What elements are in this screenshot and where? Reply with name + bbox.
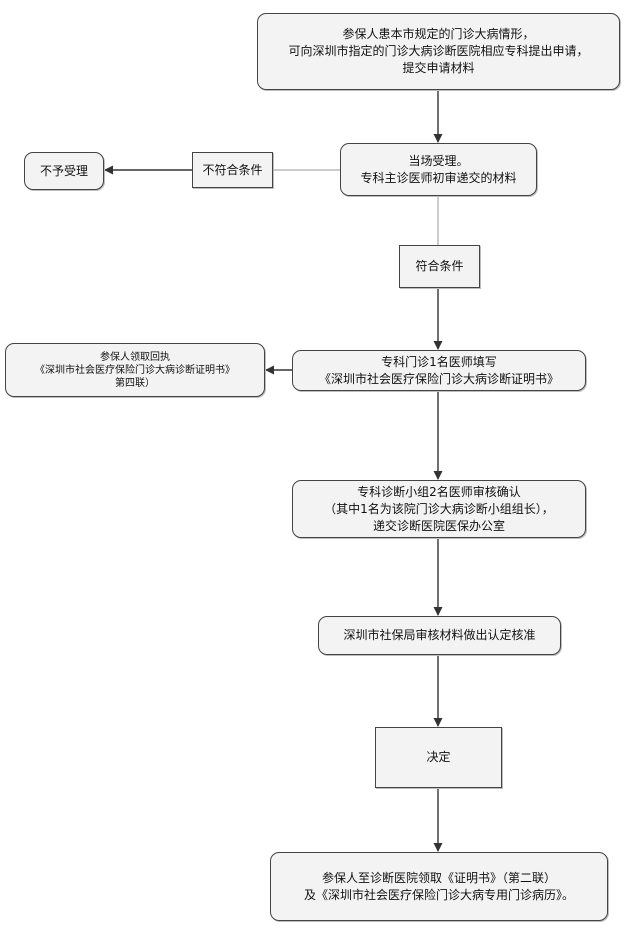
group-review-step-box: 专科诊断小组2名医师审核确认 （其中1名为该院门诊大病诊断小组组长）， 递交诊断… xyxy=(292,480,586,538)
apply-step-line-3: 提交申请材料 xyxy=(402,61,475,75)
receipt-step-line-2: 《深圳市社会医疗保险门诊大病诊断证明书》 xyxy=(35,364,235,376)
group-review-line-1: 专科诊断小组2名医师审核确认 xyxy=(357,484,521,499)
accept-step-line-2: 专科主诊医师初审递交的材料 xyxy=(360,170,517,185)
receipt-step-box: 参保人领取回执 《深圳市社会医疗保险门诊大病诊断证明书》 第四联） xyxy=(5,343,265,397)
collect-documents-step-box: 参保人至诊断医院领取《证明书》（第二联） 及《深圳市社会医疗保险门诊大病专用门诊… xyxy=(270,852,608,921)
decision-label: 决定 xyxy=(426,750,451,764)
decision-step-box: 决定 xyxy=(375,727,502,788)
group-review-line-2: （其中1名为该院门诊大病诊断小组组长）， xyxy=(324,501,554,516)
reject-step-box: 不予受理 xyxy=(24,152,104,190)
receipt-step-line-1: 参保人领取回执 xyxy=(100,351,170,363)
met-condition-label: 符合条件 xyxy=(415,259,464,273)
group-review-line-3: 递交诊断医院医保办公室 xyxy=(372,518,505,533)
accept-step-box: 当场受理。 专科主诊医师初审递交的材料 xyxy=(340,143,537,196)
bureau-approval-step-box: 深圳市社保局审核材料做出认定核准 xyxy=(318,616,561,655)
fill-certificate-line-1: 专科门诊1名医师填写 xyxy=(381,354,497,369)
apply-step-line-2: 可向深圳市指定的门诊大病诊断医院相应专科提出申请， xyxy=(288,44,589,58)
fill-certificate-step-box: 专科门诊1名医师填写 《深圳市社会医疗保险门诊大病诊断证明书》 xyxy=(292,350,586,391)
fill-certificate-line-2: 《深圳市社会医疗保险门诊大病诊断证明书》 xyxy=(318,371,559,386)
unmet-condition-label-box: 不符合条件 xyxy=(192,152,273,188)
reject-step-label: 不予受理 xyxy=(39,163,88,178)
met-condition-label-box: 符合条件 xyxy=(399,245,480,288)
receipt-step-line-3: 第四联） xyxy=(115,377,155,389)
collect-documents-line-2: 及《深圳市社会医疗保险门诊大病专用门诊病历》。 xyxy=(303,887,574,902)
bureau-approval-label: 深圳市社保局审核材料做出认定核准 xyxy=(343,628,536,642)
collect-documents-line-1: 参保人至诊断医院领取《证明书》（第二联） xyxy=(321,870,556,885)
apply-step-box: 参保人患本市规定的门诊大病情形， 可向深圳市指定的门诊大病诊断医院相应专科提出申… xyxy=(257,13,620,90)
accept-step-line-1: 当场受理。 xyxy=(408,153,469,168)
apply-step-line-1: 参保人患本市规定的门诊大病情形， xyxy=(342,27,535,41)
unmet-condition-label: 不符合条件 xyxy=(202,162,263,177)
